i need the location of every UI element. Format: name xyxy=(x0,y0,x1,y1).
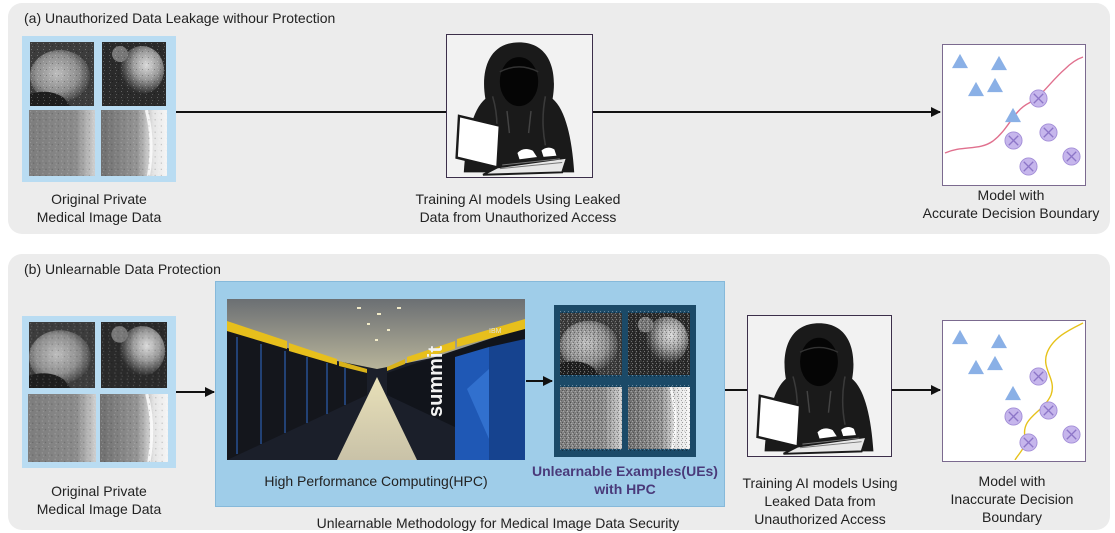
perturbed-ct-tile xyxy=(628,385,690,451)
methodology-caption: Unlearnable Methodology for Medical Imag… xyxy=(316,515,680,531)
hpc-caption: High Performance Computing(HPC) xyxy=(264,473,488,489)
perturbed-ct-tile xyxy=(560,311,622,377)
hacker-icon xyxy=(747,315,892,457)
accurate-decision-boundary-plot xyxy=(942,44,1086,186)
summit-sign: summit xyxy=(425,346,447,417)
inaccurate-decision-boundary-plot xyxy=(942,320,1086,462)
panel-a-title: (a) Unauthorized Data Leakage withour Pr… xyxy=(24,10,336,26)
ibm-logo: IBM xyxy=(489,328,502,335)
unlearnable-examples-grid xyxy=(554,305,696,457)
original-image-grid-a xyxy=(22,36,176,182)
panel-b-title: (b) Unlearnable Data Protection xyxy=(24,261,221,277)
hacker-icon xyxy=(446,34,593,178)
perturbed-ct-tile xyxy=(628,311,690,377)
decision-boundary-accurate xyxy=(944,56,1084,154)
original-image-grid-b xyxy=(22,316,176,468)
ue-caption: Unlearnable Examples(UEs)with HPC xyxy=(532,463,718,497)
hpc-supercomputer-image: summit IBM xyxy=(227,299,525,460)
perturbed-ct-tile xyxy=(560,385,622,451)
